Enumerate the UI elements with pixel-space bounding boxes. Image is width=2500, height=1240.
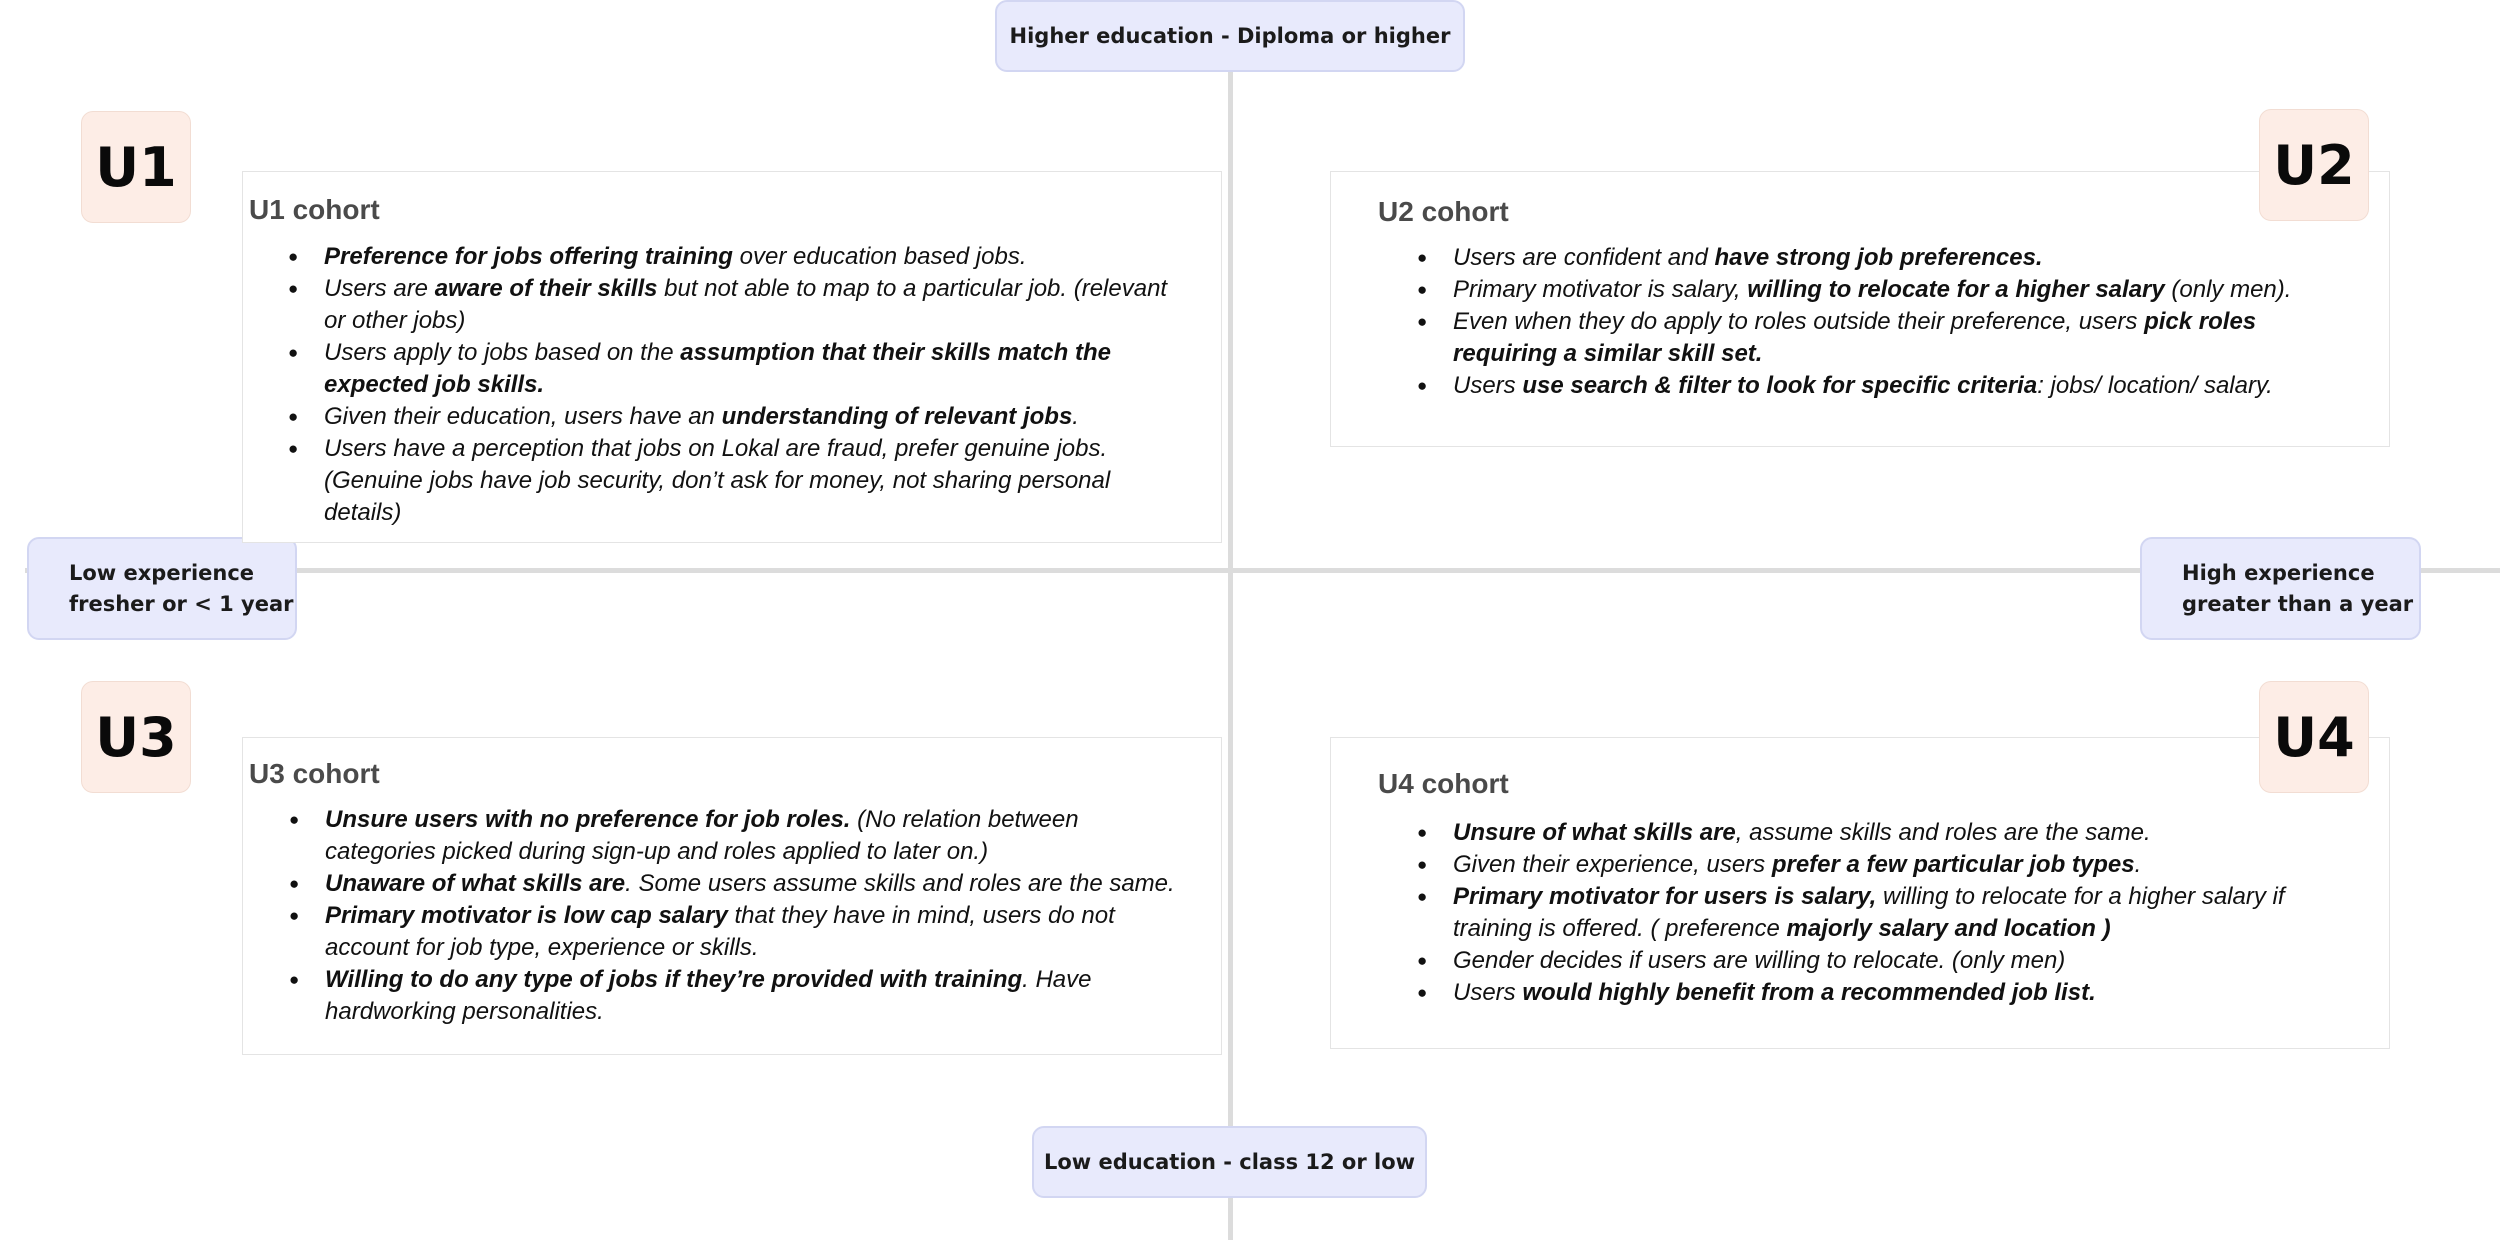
cohort-bullet: Given their experience, users prefer a f… bbox=[1417, 849, 2317, 881]
cohort-box-u3: U3 cohort Unsure users with no preferenc… bbox=[242, 737, 1222, 1055]
cohort-bullet: Users use search & filter to look for sp… bbox=[1417, 370, 2317, 402]
cohort-bullet: Willing to do any type of jobs if they’r… bbox=[289, 964, 1189, 1028]
vertical-axis-line bbox=[1228, 70, 1233, 1240]
badge-u2: U2 bbox=[2259, 109, 2369, 221]
cohort-title-u1: U1 cohort bbox=[249, 194, 380, 225]
cohort-bullet: Unaware of what skills are. Some users a… bbox=[289, 868, 1189, 900]
cohort-bullet: Primary motivator is low cap salary that… bbox=[289, 900, 1189, 964]
bullet-text: Even when they do apply to roles outside… bbox=[1453, 308, 2145, 335]
badge-u1: U1 bbox=[81, 111, 191, 223]
badge-u3: U3 bbox=[81, 681, 191, 793]
bullet-emphasis: Primary motivator is low cap salary bbox=[325, 902, 728, 929]
bullet-emphasis: use search & filter to look for specific… bbox=[1522, 372, 2038, 399]
cohort-bullet: Primary motivator is salary, willing to … bbox=[1417, 274, 2317, 306]
bullet-emphasis: would highly benefit from a recommended … bbox=[1522, 979, 2096, 1006]
axis-label-bottom: Low education - class 12 or low bbox=[1032, 1126, 1427, 1198]
bullet-text: . bbox=[1072, 403, 1079, 430]
bullet-emphasis: Willing to do any type of jobs if they’r… bbox=[325, 966, 1023, 993]
bullet-text: : jobs/ location/ salary. bbox=[2037, 372, 2273, 399]
bullet-text: that they have in mind, users do not acc… bbox=[325, 902, 1115, 961]
axis-label-top: Higher education - Diploma or higher bbox=[995, 0, 1465, 72]
bullet-text: . Some users assume skills and roles are… bbox=[625, 870, 1175, 897]
bullet-emphasis: assumption that their skills match the e… bbox=[324, 339, 1111, 398]
cohort-bullet: Users have a perception that jobs on Lok… bbox=[288, 433, 1188, 529]
axis-label-right-line-2: greater than a year bbox=[2182, 591, 2414, 616]
bullet-text: Given their experience, users bbox=[1453, 851, 1772, 878]
bullet-text: willing to relocate for a higher salary … bbox=[1453, 883, 2285, 942]
bullet-text: (No relation between categories picked d… bbox=[325, 806, 1079, 865]
bullet-text: Given their education, users have an bbox=[324, 403, 722, 430]
cohort-bullet: Unsure of what skills are, assume skills… bbox=[1417, 817, 2317, 849]
bullet-emphasis: Unaware of what skills are bbox=[325, 870, 626, 897]
axis-label-right-line-1: High experience bbox=[2182, 560, 2375, 585]
cohort-bullet: Even when they do apply to roles outside… bbox=[1417, 306, 2317, 370]
cohort-box-u2: U2 cohort Users are confident and have s… bbox=[1330, 171, 2390, 447]
axis-label-right: High experience greater than a year bbox=[2140, 537, 2421, 640]
cohort-title-u3: U3 cohort bbox=[249, 758, 380, 789]
badge-u4: U4 bbox=[2259, 681, 2369, 793]
bullet-emphasis: have strong job preferences. bbox=[1714, 244, 2043, 271]
bullet-emphasis: willing to relocate for a higher salary bbox=[1747, 276, 2165, 303]
bullet-text: Users are bbox=[324, 275, 435, 302]
cohort-bullets-u4: Unsure of what skills are, assume skills… bbox=[1417, 817, 2317, 1009]
bullet-text: , assume skills and roles are the same. bbox=[1735, 819, 2151, 846]
bullet-emphasis: Preference for jobs offering training bbox=[324, 243, 733, 270]
bullet-text: . Have hardworking personalities. bbox=[325, 966, 1092, 1025]
cohort-bullet: Users are aware of their skills but not … bbox=[288, 273, 1188, 337]
axis-label-left-line-2: fresher or < 1 year bbox=[69, 591, 294, 616]
horizontal-axis-line bbox=[25, 568, 2500, 573]
bullet-text: . bbox=[2134, 851, 2142, 878]
cohort-bullet: Gender decides if users are willing to r… bbox=[1417, 945, 2317, 977]
bullet-emphasis: understanding of relevant jobs bbox=[721, 403, 1073, 430]
bullet-emphasis: Primary motivator for users is salary, bbox=[1453, 883, 1877, 910]
axis-label-top-text: Higher education - Diploma or higher bbox=[1009, 24, 1451, 48]
bullet-text: Users bbox=[1453, 979, 1523, 1006]
cohort-bullet: Users would highly benefit from a recomm… bbox=[1417, 977, 2317, 1009]
cohort-bullet: Given their education, users have an und… bbox=[288, 401, 1188, 433]
bullet-text: Gender decides if users are willing to r… bbox=[1453, 947, 2066, 974]
cohort-title-u4: U4 cohort bbox=[1378, 768, 1509, 799]
bullet-emphasis: aware of their skills bbox=[434, 275, 658, 302]
cohort-bullets-u1: Preference for jobs offering training ov… bbox=[288, 241, 1188, 529]
bullet-text: Users are confident and bbox=[1453, 244, 1715, 271]
bullet-emphasis: prefer a few particular job types bbox=[1771, 851, 2135, 878]
bullet-text: over education based jobs. bbox=[732, 243, 1027, 270]
bullet-text: Users have a perception that jobs on Lok… bbox=[324, 435, 1111, 526]
cohort-box-u4: U4 cohort Unsure of what skills are, ass… bbox=[1330, 737, 2390, 1049]
cohort-bullets-u3: Unsure users with no preference for job … bbox=[289, 804, 1189, 1028]
bullet-emphasis: Unsure users with no preference for job … bbox=[325, 806, 851, 833]
cohort-box-u1: U1 cohort Preference for jobs offering t… bbox=[242, 171, 1222, 543]
cohort-bullet: Primary motivator for users is salary, w… bbox=[1417, 881, 2317, 945]
cohort-bullet: Users are confident and have strong job … bbox=[1417, 242, 2317, 274]
cohort-bullet: Unsure users with no preference for job … bbox=[289, 804, 1189, 868]
cohort-bullet: Preference for jobs offering training ov… bbox=[288, 241, 1188, 273]
axis-label-left-line-1: Low experience bbox=[69, 560, 255, 585]
bullet-emphasis: Unsure of what skills are bbox=[1453, 819, 1736, 846]
bullet-text: (only men). bbox=[2164, 276, 2292, 303]
cohort-title-u2: U2 cohort bbox=[1378, 196, 1509, 227]
axis-label-left: Low experience fresher or < 1 year bbox=[27, 537, 297, 640]
cohort-bullets-u2: Users are confident and have strong job … bbox=[1417, 242, 2317, 402]
axis-label-bottom-text: Low education - class 12 or low bbox=[1043, 1150, 1416, 1174]
bullet-text: Primary motivator is salary, bbox=[1453, 276, 1748, 303]
bullet-text: Users bbox=[1453, 372, 1523, 399]
bullet-emphasis: majorly salary and location ) bbox=[1786, 915, 2111, 942]
bullet-text: Users apply to jobs based on the bbox=[324, 339, 681, 366]
bullet-text: but not able to map to a particular job.… bbox=[324, 275, 1168, 334]
cohort-bullet: Users apply to jobs based on the assumpt… bbox=[288, 337, 1188, 401]
bullet-emphasis: pick roles requiring a similar skill set… bbox=[1453, 308, 2257, 367]
